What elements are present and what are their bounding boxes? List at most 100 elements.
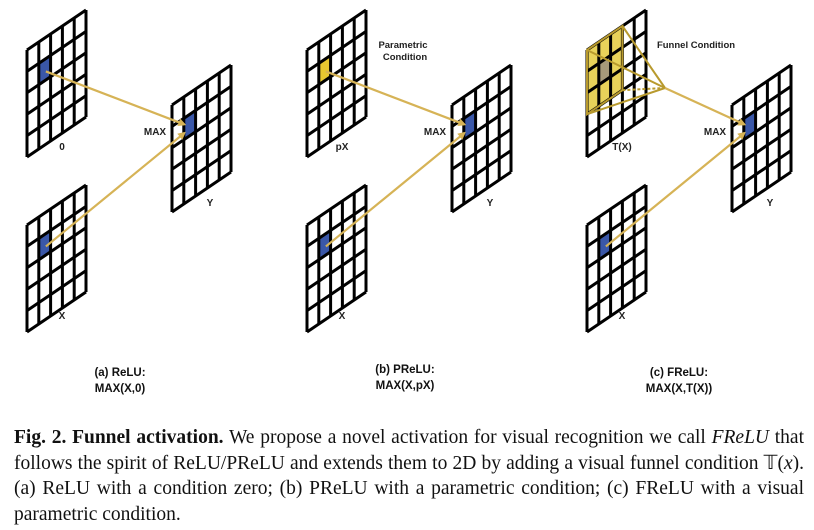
input-grid-hline — [26, 290, 87, 334]
input-grid-bg — [27, 185, 86, 332]
top-grid-hline — [26, 72, 87, 116]
top-grid-hline — [26, 30, 87, 73]
output-grid-hline — [451, 127, 512, 171]
caption-frelu-name: FReLU — [711, 427, 769, 448]
top-grid-hline — [26, 94, 87, 137]
output-grid-hline — [731, 149, 792, 192]
subtitle-relu: (a) ReLU: MAX(X,0) — [40, 365, 200, 397]
input-grid-hline — [586, 226, 647, 270]
top-grid-label: pX — [336, 142, 349, 153]
input-grid-hline — [586, 290, 647, 334]
input-grid — [305, 183, 368, 334]
top-grid-hline — [26, 51, 87, 95]
arrow-condition-to-output — [45, 70, 187, 127]
condition-label: Parametric — [378, 40, 427, 51]
input-grid-hline — [586, 269, 647, 312]
output-grid-hline — [731, 127, 792, 171]
output-grid-hline — [451, 63, 512, 107]
panel-a: 0X Y MAX — [25, 8, 233, 334]
top-grid-hline — [586, 51, 647, 95]
input-grid-hline — [26, 226, 87, 270]
funnel-edge-hidden — [622, 87, 666, 92]
output-grid-hline — [731, 170, 792, 214]
input-grid-hline — [586, 183, 647, 227]
arrow-input-to-output — [605, 131, 746, 248]
figure-caption: Fig. 2. Funnel activation. We propose a … — [14, 425, 804, 527]
max-label: MAX — [144, 127, 167, 138]
top-grid-hline — [306, 94, 367, 137]
input-grid-hline — [26, 269, 87, 312]
input-grid-hline — [26, 205, 87, 248]
caption-heading: Fig. 2. Funnel activation. — [14, 427, 224, 448]
output-grid-bg — [732, 65, 791, 212]
subtitle-prelu-name: (b) PReLU: — [375, 364, 435, 376]
output-grid-hline — [171, 170, 232, 214]
input-grid-hline — [306, 269, 367, 312]
output-grid-label: Y — [487, 198, 494, 209]
top-grid-hline — [586, 30, 647, 73]
output-grid — [170, 63, 233, 214]
top-grid-bg — [307, 10, 366, 157]
caption-funnel-symbol: 𝕋( — [763, 452, 784, 474]
input-grid — [25, 183, 88, 334]
output-grid-hline — [171, 63, 232, 107]
top-grid-bg — [27, 10, 86, 157]
output-grid-hline — [731, 63, 792, 107]
top-grid — [305, 8, 368, 159]
top-grid-hline — [306, 8, 367, 52]
top-grid-label: T(X) — [612, 142, 631, 153]
input-grid-hline — [306, 247, 367, 291]
arrow-input-to-output — [325, 131, 466, 248]
top-grid-hline — [26, 8, 87, 52]
caption-funnel-close: ). — [792, 452, 804, 474]
input-grid-hline — [306, 205, 367, 248]
output-grid-label: Y — [207, 198, 214, 209]
input-grid-label: X — [619, 311, 626, 322]
output-grid-hline — [451, 106, 512, 150]
output-grid-hline — [171, 149, 232, 192]
input-grid-hline — [306, 290, 367, 334]
condition-label: Condition — [383, 52, 428, 63]
input-grid — [585, 183, 648, 334]
caption-text-2: that follows the spirit of ReLU/PReLU an… — [14, 427, 804, 474]
subtitle-relu-name: (a) ReLU: — [94, 367, 146, 379]
funnel-edge — [586, 87, 666, 116]
arrow-condition-to-output — [325, 70, 467, 127]
output-grid-hline — [171, 106, 232, 150]
top-grid-hline — [586, 94, 647, 137]
arrow-condition-to-output — [664, 87, 747, 126]
top-grid — [585, 8, 648, 159]
input-grid-hline — [306, 183, 367, 227]
output-grid-label: Y — [767, 198, 774, 209]
input-grid-hline — [26, 183, 87, 227]
output-grid-bg — [172, 65, 231, 212]
top-grid-hline — [306, 115, 367, 159]
output-grid-bg — [452, 65, 511, 212]
input-grid-hline — [586, 205, 647, 248]
top-grid-hline — [306, 72, 367, 116]
top-grid-label: 0 — [59, 142, 65, 153]
output-grid-hline — [451, 149, 512, 192]
input-grid-bg — [587, 185, 646, 332]
subtitle-frelu-formula: MAX(X,T(X)) — [645, 383, 713, 395]
top-grid-hline — [26, 115, 87, 159]
subtitle-prelu: (b) PReLU: MAX(X,pX) — [325, 362, 485, 394]
input-grid-bg — [307, 185, 366, 332]
caption-funnel-var: x — [783, 452, 793, 474]
top-grid — [25, 8, 88, 159]
output-grid-hline — [731, 106, 792, 150]
top-grid-hline — [586, 115, 647, 159]
caption-text-1: We propose a novel activation for visual… — [223, 427, 712, 448]
input-grid-hline — [306, 226, 367, 270]
output-grid — [730, 63, 793, 214]
condition-label: Funnel Condition — [657, 40, 735, 51]
subtitle-frelu-name: (c) FReLU: — [649, 367, 709, 379]
subtitle-frelu: (c) FReLU: MAX(X,T(X)) — [599, 365, 759, 397]
input-grid-hline — [26, 247, 87, 291]
top-grid-hline — [306, 51, 367, 95]
subtitle-relu-formula: MAX(X,0) — [94, 383, 146, 395]
input-grid-label: X — [59, 311, 66, 322]
top-grid-hline — [306, 30, 367, 73]
max-label: MAX — [704, 127, 727, 138]
arrow-input-to-output — [45, 131, 186, 248]
